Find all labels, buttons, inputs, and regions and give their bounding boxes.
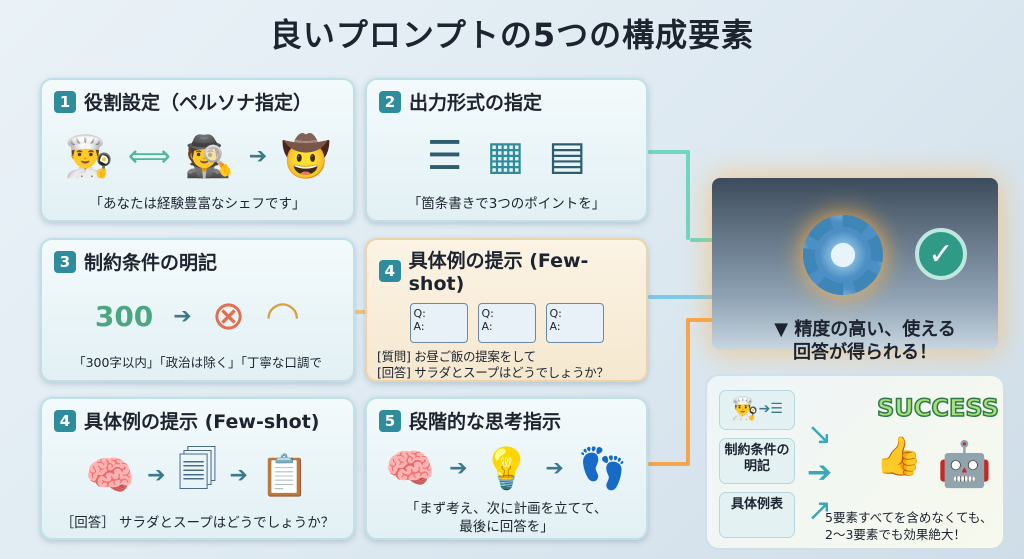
card-caption: 「あなたは経験豊富なシェフです」 [89, 196, 306, 212]
caption-line: 「まず考え、次に計画を立てて、 [405, 501, 608, 517]
card-title: 段階的な思考指示 [409, 411, 562, 433]
result-line: 回答が得られる！ [793, 342, 937, 364]
arrow-icon: ➔ [449, 455, 468, 481]
document-icon: ▤ [548, 133, 587, 179]
spy-icon: 🕵 [184, 133, 235, 180]
flow-line [355, 310, 367, 314]
step-number: 1 [54, 90, 76, 113]
arrow-icon: ➔ [173, 303, 192, 329]
arrow-icon: ➔ [545, 455, 564, 481]
flow-line [648, 295, 753, 299]
qa-card-icon: Q:A: [545, 303, 604, 343]
card-few-shot-2: 4 具体例の提示 (Few-shot) 🧠 ➔ 🗐 ➔ 📋 ［回答］ サラダとスープはどう… [40, 397, 355, 540]
step-number: 4 [379, 259, 401, 282]
arrow-icon: ➔ [229, 462, 248, 488]
a-label: A: [481, 320, 493, 333]
mini-card-label: 具体例表 [730, 497, 783, 512]
thumbs-up-icon: 👍 [875, 434, 923, 478]
arrow-icon: ➔ [248, 143, 268, 169]
card-title: 出力形式の指定 [409, 92, 543, 114]
card-caption: ［回答］ サラダとスープはどうでしょうか？ [60, 515, 335, 531]
card-step-thinking: 5 段階的な思考指示 🧠 ➔ 💡 ➔ 👣 「まず考え、次に計画を立てて、最後に回答を」 [365, 397, 648, 540]
report-icon: 📋 [259, 452, 310, 499]
step-number: 4 [54, 409, 76, 432]
chef-icon: 👨‍🍳 [731, 397, 759, 423]
note-line: 5要素すべてを含めなくても、 [825, 510, 993, 525]
q-label: Q: [481, 307, 494, 320]
robot-icon: 🤖 [937, 439, 992, 490]
result-text: ▼ 精度の高い、使える回答が得られる！ [740, 318, 990, 365]
card-title: 役割設定（ペルソナ指定） [84, 92, 313, 114]
a-label: A: [413, 320, 425, 333]
step-number: 3 [54, 250, 76, 273]
step-number: 5 [379, 409, 401, 432]
a-label: A: [549, 320, 561, 333]
flow-line [686, 318, 690, 466]
footprints-icon: 👣 [577, 445, 628, 492]
card-constraints: 3 制約条件の明記 300 ➔ ⊗ ◠ 「300字以内」「政治は除く」「丁寧な口調で [40, 238, 355, 382]
page-title: 良いプロンプトの5つの構成要素 [269, 16, 755, 54]
q-label: Q: [413, 307, 426, 320]
chef-icon: 👨‍🍳 [64, 133, 114, 180]
detective-icon: 🤠 [281, 133, 331, 180]
flow-line [686, 150, 690, 240]
success-note: 5要素すべてを含めなくても、2〜3要素でも効果絶大！ [825, 510, 992, 544]
card-caption: 「300字以内」「政治は除く」「丁寧な口調で [73, 355, 322, 370]
success-word: SUCCESS [876, 393, 999, 423]
character-limit-icon: 300 [94, 299, 154, 333]
brain-icon: 🧠 [85, 452, 136, 499]
card-caption: 「箇条書きで3つのポイントを」 [407, 196, 606, 212]
flow-line [648, 150, 688, 154]
mini-card-examples: 具体例表 [719, 492, 795, 538]
mini-card-role-format: 👨‍🍳➔☰ [719, 390, 795, 430]
caption-answer: [回答] サラダとスープはどうでしょうか？ [377, 365, 609, 381]
step-number: 2 [379, 90, 401, 113]
qa-card-icon: Q:A: [477, 303, 536, 343]
q-label: Q: [549, 307, 562, 320]
arrow-icon: ➔ [147, 462, 166, 488]
card-output-format: 2 出力形式の指定 ☰ ▦ ▤ 「箇条書きで3つのポイントを」 [365, 78, 648, 222]
flow-line [648, 462, 688, 466]
arrow-icon: ➔☰ [758, 401, 783, 418]
success-panel: 👨‍🍳➔☰ 制約条件の明記 具体例表 ↘➔↗ SUCCESS 👍 🤖 5要素すべ… [705, 374, 1005, 550]
qa-card-icon: Q:A: [409, 303, 468, 343]
gauge-icon: ◠ [265, 293, 301, 339]
card-title: 具体例の提示 (Few-shot) [84, 411, 320, 433]
card-title: 具体例の提示 (Few-shot) [408, 250, 589, 295]
card-title: 制約条件の明記 [84, 252, 218, 274]
mini-card-constraints: 制約条件の明記 [719, 438, 795, 484]
card-role-setting: 1 役割設定（ペルソナ指定） 👨‍🍳 ⟺ 🕵 ➔ 🤠 「あなたは経験豊富なシェフです」 [40, 78, 355, 222]
caption-line: 最後に回答を」 [459, 519, 554, 536]
bullet-list-icon: ☰ [426, 133, 463, 179]
checkmark-icon: ✓ [915, 228, 967, 280]
caption-question: [質問] お昼ご飯の提案をして [377, 349, 536, 364]
gear-icon [803, 215, 883, 295]
documents-icon: 🗐 [177, 447, 218, 493]
converging-arrows-icon: ↘➔↗ [807, 417, 833, 528]
double-arrow-icon: ⟺ [127, 138, 171, 174]
table-icon: ▦ [486, 133, 525, 179]
brain-bulb-icon: 🧠 [385, 445, 436, 492]
note-line: 2〜3要素でも効果絶大！ [825, 526, 966, 542]
result-line: ▼ 精度の高い、使える [774, 319, 956, 340]
prohibited-icon: ⊗ [211, 293, 246, 339]
lightbulb-icon: 💡 [481, 445, 532, 492]
